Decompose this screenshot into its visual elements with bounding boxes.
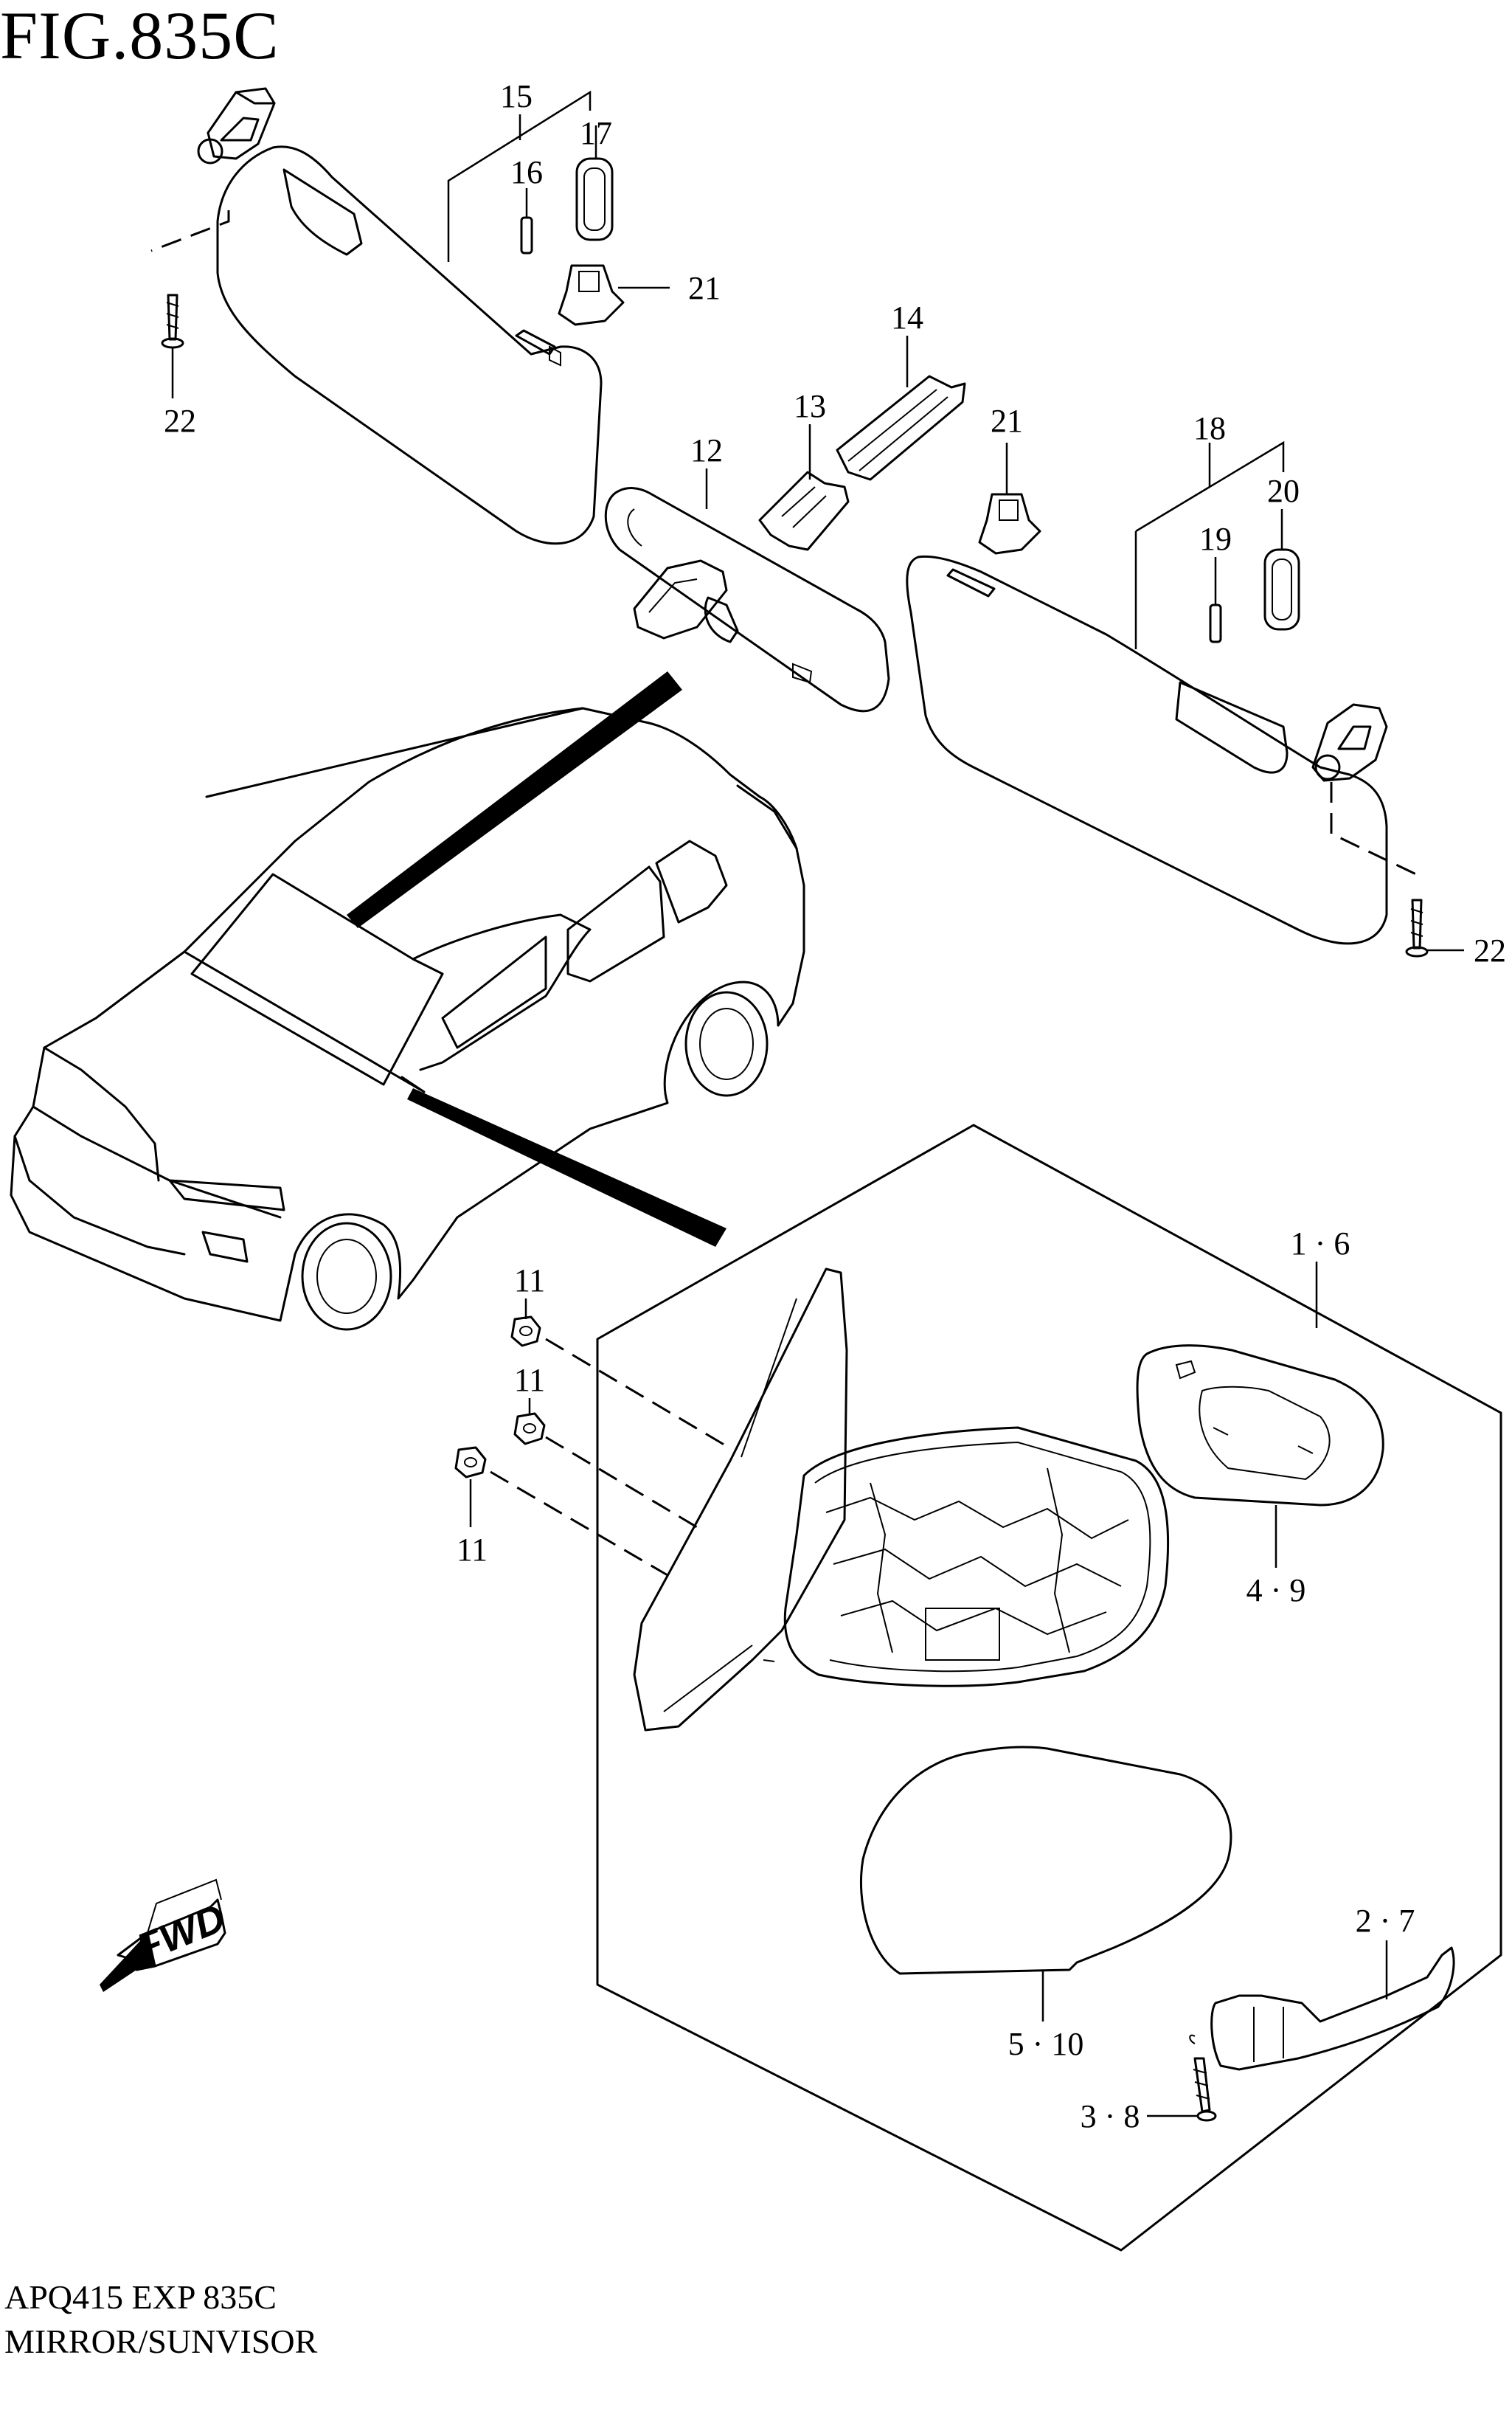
nut-11c-dash [490,1470,668,1577]
callout-3-8: 3 · 8 [1081,2098,1140,2134]
turn-signal-lamp-2-7 [1189,1946,1455,2071]
clip-17 [575,157,614,241]
interior-rearview-mirror [604,487,890,713]
callout-22a: 22 [164,403,196,439]
callout-18: 18 [1193,410,1226,446]
left-sun-visor-holder [197,87,276,165]
callout-5-10: 5 · 10 [1008,2026,1084,2062]
callout-13: 13 [794,388,826,424]
callout-21a: 21 [688,270,721,306]
leader-18 [1134,440,1285,649]
callout-11a: 11 [514,1262,545,1298]
callout-2-7: 2 · 7 [1356,1903,1415,1939]
figure-name: MIRROR/SUNVISOR [4,2323,318,2360]
callout-4-9: 4 · 9 [1246,1572,1306,1608]
callout-1-6: 1 · 6 [1291,1225,1350,1262]
nut-11a [510,1315,541,1347]
nut-11b [513,1412,546,1445]
figure-title: FIG.835C [0,0,280,73]
nut-11b-dash [545,1436,698,1529]
callout-14: 14 [891,300,923,336]
mirror-cover-13 [758,471,850,551]
callout-20: 20 [1267,473,1300,509]
callout-12: 12 [690,432,723,468]
pin-19 [1209,604,1222,643]
mirror-base [633,1267,848,1732]
left-sun-visor [216,145,603,545]
screw-22b [1405,899,1429,958]
callout-17: 17 [580,115,612,151]
fwd-label: FWD [131,1895,231,1971]
callout-15: 15 [500,78,533,114]
mirror-housing [763,1426,1170,1687]
fwd-arrow-icon: FWD [100,1878,231,1992]
callout-16: 16 [510,154,543,190]
right-sun-visor-holder [1311,703,1388,782]
right-sun-visor [906,555,1388,945]
locator-wedge-exterior [407,1088,726,1247]
leader-screw-22a [150,210,230,252]
clip-20 [1263,548,1300,631]
clip-21b [978,493,1041,555]
clip-21a [558,264,625,326]
locator-wedge-interior [347,671,682,928]
vehicle-outline [10,707,805,1331]
callout-11b: 11 [514,1362,545,1398]
mirror-glass-1-6 [1136,1344,1384,1507]
nut-11c [454,1446,487,1479]
callout-21b: 21 [991,403,1023,439]
figure-code: APQ415 EXP 835C [4,2278,277,2316]
mirror-cover-5-10 [860,1746,1232,1975]
screw-3-8 [1193,2057,1217,2122]
callout-19: 19 [1199,521,1232,557]
nut-11a-dash [545,1338,727,1448]
exterior-mirror-assembly-box [596,1124,1502,2252]
screw-22a [161,294,184,349]
mirror-bracket-14 [836,375,966,481]
callout-11c: 11 [457,1532,488,1568]
leader-15 [447,90,592,262]
leader-screw-22b [1330,782,1417,876]
callout-22b: 22 [1474,933,1506,969]
pin-16 [520,216,533,255]
